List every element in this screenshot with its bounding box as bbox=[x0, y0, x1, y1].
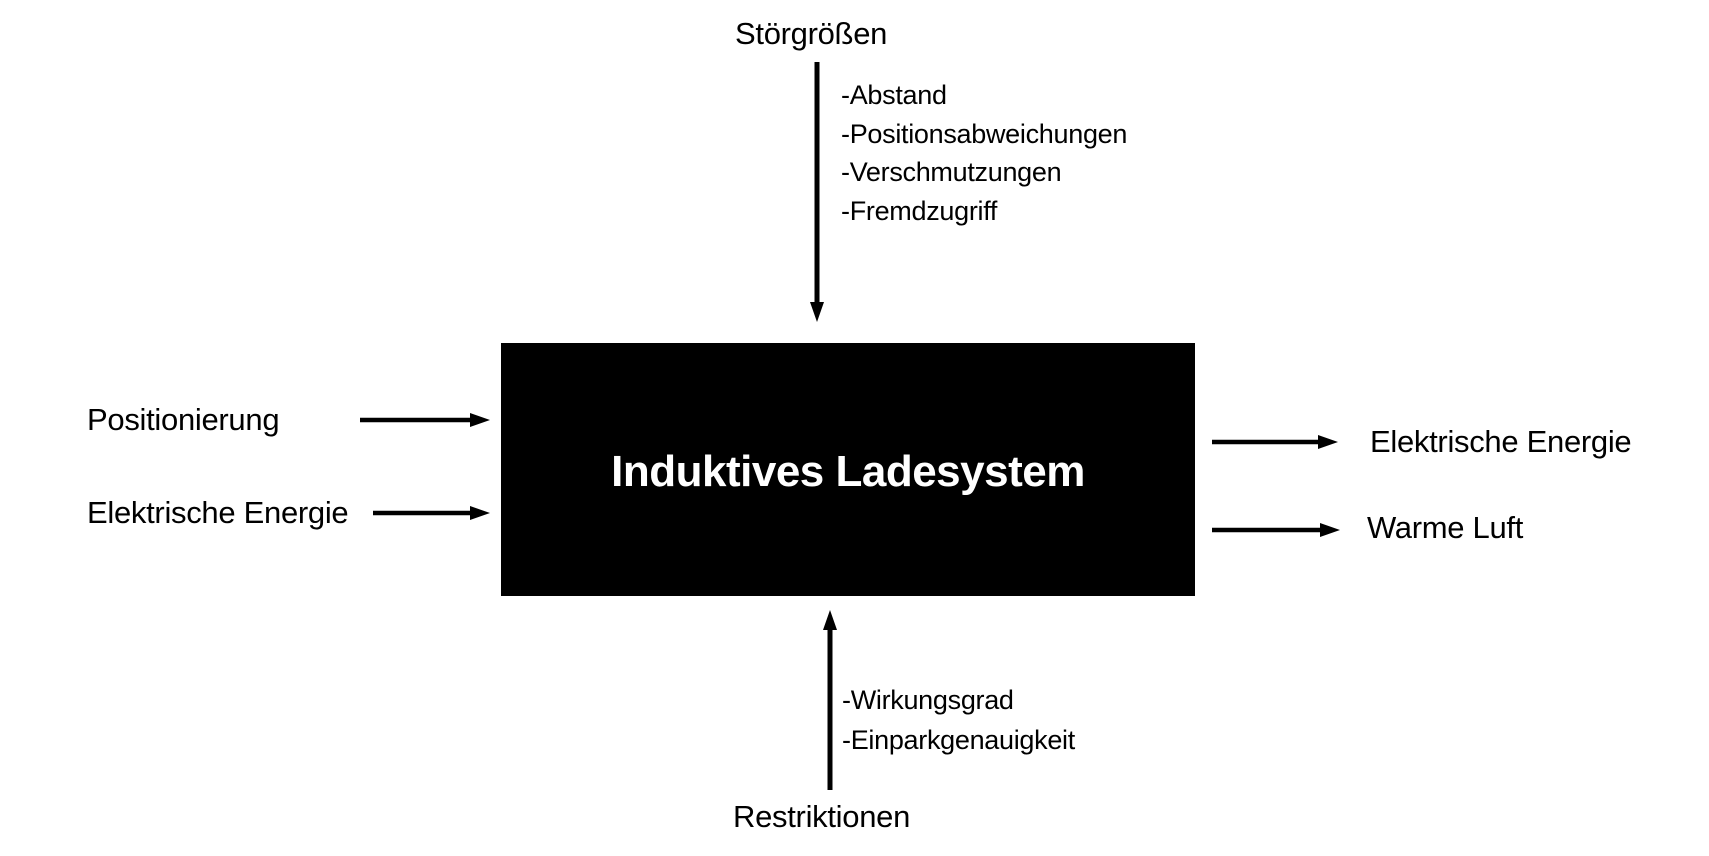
input-arrow-elektrische-energie bbox=[373, 506, 490, 520]
output-label-warme-luft: Warme Luft bbox=[1367, 510, 1524, 545]
restrictions-title: Restriktionen bbox=[733, 799, 911, 834]
input-label-elektrische-energie: Elektrische Energie bbox=[87, 495, 349, 530]
restrictions-list: -Wirkungsgrad -Einparkgenauigkeit bbox=[842, 680, 1075, 760]
output-arrow-warme-luft bbox=[1212, 523, 1340, 537]
input-label-positionierung: Positionierung bbox=[87, 402, 280, 437]
disturbances-list: -Abstand -Positionsabweichungen -Verschm… bbox=[841, 76, 1127, 230]
disturbance-item: -Verschmutzungen bbox=[841, 157, 1062, 187]
disturbances-title: Störgrößen bbox=[735, 16, 888, 51]
system-box-label: Induktives Ladesystem bbox=[611, 446, 1085, 496]
input-arrow-positionierung bbox=[360, 413, 490, 427]
restriction-item: -Wirkungsgrad bbox=[842, 685, 1014, 715]
restriction-item: -Einparkgenauigkeit bbox=[842, 725, 1075, 755]
restrictions-up-arrow bbox=[823, 610, 837, 790]
disturbance-item: -Abstand bbox=[841, 80, 947, 110]
disturbance-item: -Positionsabweichungen bbox=[841, 118, 1128, 149]
system-box: Induktives Ladesystem bbox=[501, 343, 1195, 596]
output-label-elektrische-energie: Elektrische Energie bbox=[1370, 424, 1632, 459]
disturbances-down-arrow bbox=[810, 62, 824, 322]
disturbance-item: -Fremdzugriff bbox=[841, 195, 998, 226]
output-arrow-elektrische-energie bbox=[1212, 435, 1338, 449]
